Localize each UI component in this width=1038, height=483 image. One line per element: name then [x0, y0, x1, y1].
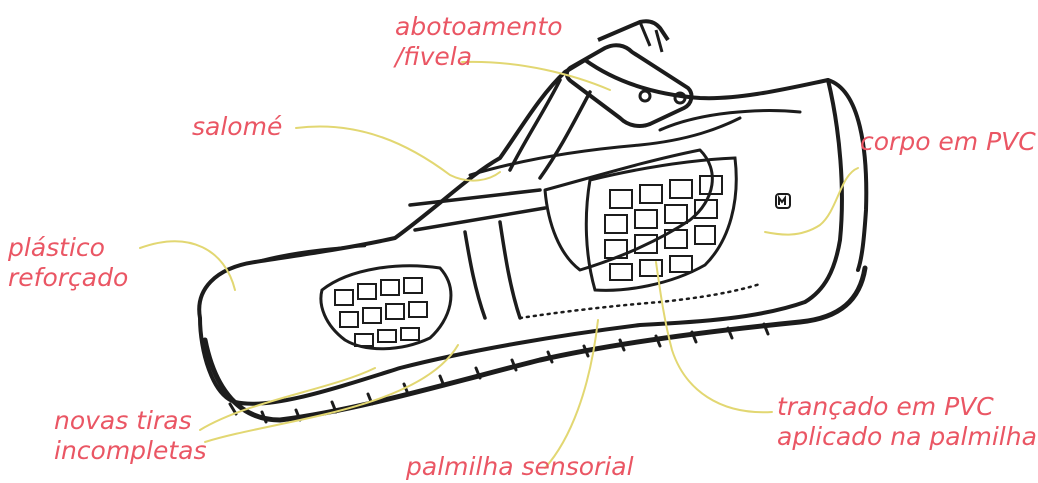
label-plastic-line-1: plástico [8, 233, 128, 263]
leader-salome [296, 126, 500, 180]
label-braid-line-1: trançado em PVC [777, 392, 1037, 422]
braided-pattern-toe [321, 266, 451, 349]
label-plastic-line-2: reforçado [8, 263, 128, 293]
shoe-outline [199, 60, 866, 422]
label-straps-line-1: novas tiras [54, 406, 207, 436]
label-salome: salomé [192, 112, 282, 142]
label-insole-text: palmilha sensorial [406, 452, 634, 482]
label-body: corpo em PVC [860, 127, 1036, 157]
leader-insole [545, 320, 598, 468]
label-insole: palmilha sensorial [406, 452, 634, 482]
leader-plastic [140, 241, 235, 290]
label-plastic: plástico reforçado [8, 233, 128, 293]
label-braid: trançado em PVC aplicado na palmilha [777, 392, 1037, 452]
melissa-m-logo-icon [776, 194, 790, 208]
label-body-text: corpo em PVC [860, 127, 1036, 157]
label-buckle: abotoamento /fivela [395, 12, 563, 72]
label-straps: novas tiras incompletas [54, 406, 207, 466]
label-buckle-line-1: abotoamento [395, 12, 563, 42]
label-straps-line-2: incompletas [54, 436, 207, 466]
label-buckle-line-2: /fivela [395, 42, 563, 72]
label-salome-text: salomé [192, 112, 282, 142]
label-braid-line-2: aplicado na palmilha [777, 422, 1037, 452]
buckle [567, 21, 692, 126]
